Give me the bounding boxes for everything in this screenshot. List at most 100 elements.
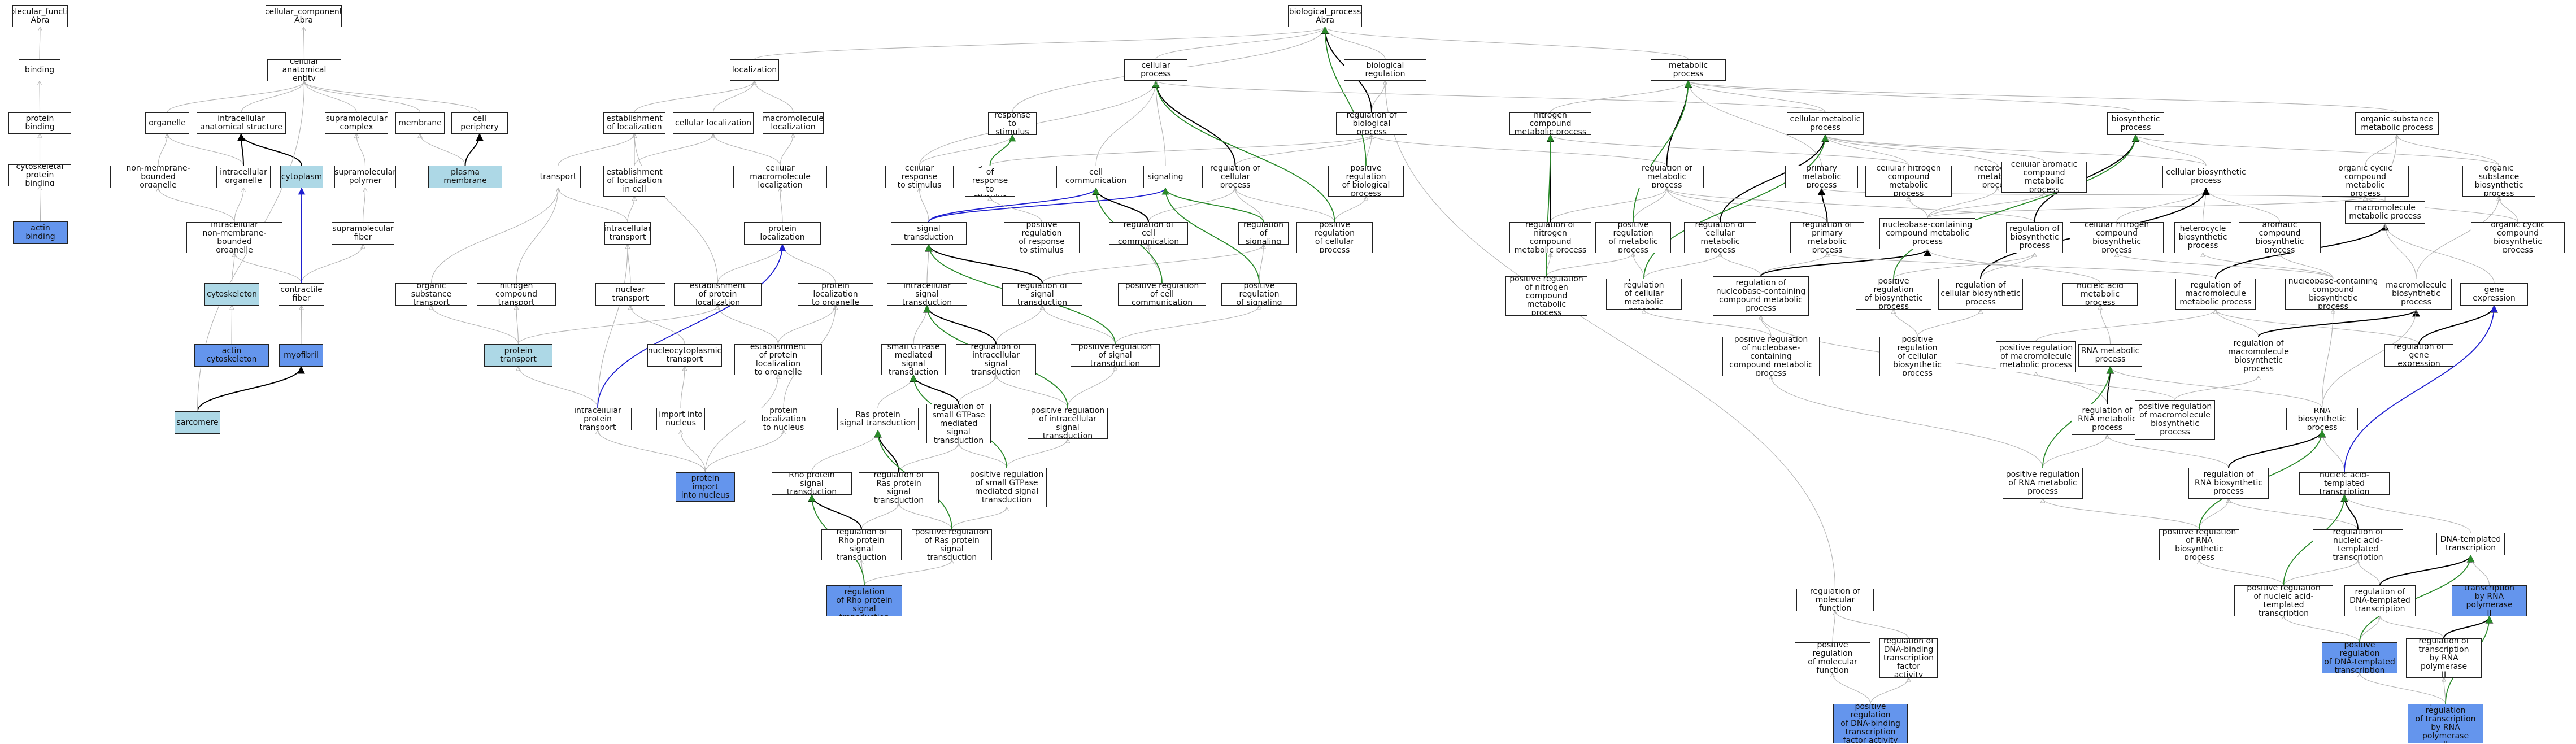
node-molecular-function-root[interactable]: molecular_function Abra (12, 5, 68, 27)
node-regulation-of-signal-transduction[interactable]: regulation of signal transduction (1002, 283, 1082, 306)
node-regulation-of-primary-metabolic-process[interactable]: regulation of primary metabolic process (1790, 222, 1864, 253)
node-response-to-stimulus[interactable]: response to stimulus (988, 112, 1037, 135)
node-plasma-membrane[interactable]: plasma membrane (428, 166, 502, 188)
node-positive-regulation-of-cellular-metabolic-process[interactable]: positive regulation of cellular metaboli… (1606, 279, 1682, 310)
node-regulation-of-small-gtpase-mediated-signal-transduction[interactable]: regulation of small GTPase mediated sign… (926, 404, 991, 443)
node-regulation-of-cellular-biosynthetic-process[interactable]: regulation of cellular biosynthetic proc… (1938, 279, 2023, 310)
node-rna-biosynthetic-process[interactable]: RNA biosynthetic process (2286, 408, 2358, 430)
node-positive-regulation-of-dna-templated-transcription[interactable]: positive regulation of DNA-templated tra… (2322, 642, 2397, 673)
node-intracellular-signal-transduction[interactable]: intracellular signal transduction (887, 283, 967, 306)
node-cellular-biosynthetic-process[interactable]: cellular biosynthetic process (2162, 166, 2249, 188)
node-positive-regulation-of-cellular-biosynthetic-process[interactable]: positive regulation of cellular biosynth… (1879, 337, 1955, 376)
node-heterocycle-biosynthetic-process[interactable]: heterocycle biosynthetic process (2174, 222, 2231, 253)
node-organic-substance-biosynthetic-process[interactable]: organic substance biosynthetic process (2462, 166, 2535, 197)
node-localization[interactable]: localization (730, 59, 779, 81)
node-establishment-of-localization-in-cell[interactable]: establishment of localization in cell (603, 166, 665, 197)
node-regulation-of-nucleobase-containing-compound-metabolic-process[interactable]: regulation of nucleobase-containing comp… (1713, 276, 1809, 316)
node-organic-cyclic-compound-metabolic-process[interactable]: organic cyclic compound metabolic proces… (2322, 166, 2409, 197)
node-protein-localization[interactable]: protein localization (744, 222, 821, 245)
node-supramolecular-fiber[interactable]: supramolecular fiber (332, 222, 394, 245)
node-regulation-of-rna-metabolic-process[interactable]: regulation of RNA metabolic process (2072, 404, 2143, 435)
node-positive-regulation-of-dna-binding-transcription-factor-activity[interactable]: positive regulation of DNA-binding trans… (1833, 704, 1908, 743)
node-positive-regulation-of-ras-protein-signal-transduction[interactable]: positive regulation of Ras protein signa… (912, 529, 992, 560)
node-intracellular-non-membrane-bounded-organelle[interactable]: intracellular non-membrane-bounded organ… (186, 222, 282, 253)
node-positive-regulation-of-signal-transduction[interactable]: positive regulation of signal transducti… (1071, 344, 1160, 367)
node-regulation-of-response-to-stimulus[interactable]: regulation of response to stimulus (965, 166, 1015, 197)
node-cellular-response-to-stimulus[interactable]: cellular response to stimulus (885, 166, 954, 188)
node-establishment-of-protein-localization[interactable]: establishment of protein localization (674, 283, 762, 306)
node-supramolecular-complex[interactable]: supramolecular complex (325, 112, 388, 134)
node-cytoplasm[interactable]: cytoplasm (280, 166, 323, 188)
node-cytoskeleton[interactable]: cytoskeleton (204, 283, 259, 306)
node-positive-regulation-of-transcription-by-rna-polymerase-ii[interactable]: positive regulation of transcription by … (2408, 704, 2483, 743)
node-positive-regulation-of-cell-communication[interactable]: positive regulation of cell communicatio… (1118, 283, 1206, 306)
node-regulation-of-dna-templated-transcription[interactable]: regulation of DNA-templated transcriptio… (2344, 585, 2416, 616)
node-intracellular-organelle[interactable]: intracellular organelle (216, 166, 271, 188)
node-cytoskeletal-protein-binding[interactable]: cytoskeletal protein binding (8, 164, 71, 186)
node-cellular-macromolecule-localization[interactable]: cellular macromolecule localization (733, 166, 827, 188)
node-metabolic-process[interactable]: metabolic process (1651, 59, 1726, 81)
node-myofibril[interactable]: myofibril (279, 344, 323, 367)
node-regulation-of-macromolecule-metabolic-process[interactable]: regulation of macromolecule metabolic pr… (2175, 279, 2256, 310)
node-nucleic-acid-templated-transcription[interactable]: nucleic acid-templated transcription (2299, 472, 2390, 495)
node-organic-substance-transport[interactable]: organic substance transport (395, 283, 467, 306)
node-sarcomere[interactable]: sarcomere (175, 411, 220, 434)
node-regulation-of-transcription-by-rna-polymerase-ii[interactable]: regulation of transcription by RNA polym… (2406, 638, 2482, 678)
node-primary-metabolic-process[interactable]: primary metabolic process (1785, 166, 1858, 188)
node-binding[interactable]: binding (19, 59, 60, 81)
node-regulation-of-molecular-function[interactable]: regulation of molecular function (1796, 589, 1874, 611)
node-non-membrane-bounded-organelle[interactable]: non-membrane-bounded organelle (110, 166, 206, 188)
node-nucleic-acid-metabolic-process[interactable]: nucleic acid metabolic process (2062, 283, 2138, 306)
node-transport[interactable]: transport (536, 166, 581, 188)
node-positive-regulation-of-rho-protein-signal-transduction[interactable]: positive regulation of Rho protein signa… (826, 585, 902, 616)
node-positive-regulation-of-biosynthetic-process[interactable]: positive regulation of biosynthetic proc… (1856, 279, 1931, 310)
node-rna-metabolic-process[interactable]: RNA metabolic process (2078, 344, 2142, 367)
node-regulation-of-rna-biosynthetic-process[interactable]: regulation of RNA biosynthetic process (2188, 468, 2269, 499)
node-biological-regulation[interactable]: biological regulation (1344, 59, 1426, 81)
node-small-gtpase-mediated-signal-transduction[interactable]: small GTPase mediated signal transductio… (881, 344, 946, 375)
node-cell-periphery[interactable]: cell periphery (451, 112, 508, 134)
node-regulation-of-biosynthetic-process[interactable]: regulation of biosynthetic process (2006, 222, 2063, 253)
node-rho-protein-signal-transduction[interactable]: Rho protein signal transduction (772, 472, 852, 495)
node-actin-binding[interactable]: actin binding (13, 221, 68, 244)
node-establishment-of-protein-localization-to-organelle[interactable]: establishment of protein localization to… (734, 344, 822, 375)
node-protein-binding[interactable]: protein binding (8, 112, 71, 134)
node-positive-regulation-of-biological-process[interactable]: positive regulation of biological proces… (1328, 166, 1404, 197)
node-signal-transduction[interactable]: signal transduction (891, 222, 967, 245)
node-cellular-process[interactable]: cellular process (1124, 59, 1187, 81)
node-cellular-aromatic-compound-metabolic-process[interactable]: cellular aromatic compound metabolic pro… (2001, 162, 2087, 193)
node-dna-templated-transcription[interactable]: DNA-templated transcription (2436, 533, 2505, 555)
node-import-into-nucleus[interactable]: import into nucleus (656, 408, 705, 430)
node-nitrogen-compound-metabolic-process[interactable]: nitrogen compound metabolic process (1509, 112, 1591, 135)
node-regulation-of-nucleic-acid-templated-transcription[interactable]: regulation of nucleic acid-templated tra… (2313, 529, 2403, 560)
node-positive-regulation-of-macromolecule-metabolic-process[interactable]: positive regulation of macromolecule met… (1996, 341, 2076, 372)
node-protein-transport[interactable]: protein transport (484, 344, 552, 367)
node-positive-regulation-of-molecular-function[interactable]: positive regulation of molecular functio… (1795, 642, 1870, 673)
node-regulation-of-dna-binding-transcription-factor-activity[interactable]: regulation of DNA-binding transcription … (1879, 638, 1938, 678)
node-macromolecule-biosynthetic-process[interactable]: macromolecule biosynthetic process (2381, 279, 2452, 310)
node-nuclear-transport[interactable]: nuclear transport (595, 283, 665, 306)
node-biological-process-root[interactable]: biological_process Abra (1288, 5, 1362, 27)
node-membrane[interactable]: membrane (395, 112, 445, 134)
node-positive-regulation-of-rna-biosynthetic-process[interactable]: positive regulation of RNA biosynthetic … (2159, 529, 2239, 560)
node-cellular-nitrogen-compound-biosynthetic-process[interactable]: cellular nitrogen compound biosynthetic … (2070, 222, 2164, 253)
node-organic-cyclic-compound-biosynthetic-process[interactable]: organic cyclic compound biosynthetic pro… (2471, 222, 2565, 253)
node-positive-regulation-of-intracellular-signal-transduction[interactable]: positive regulation of intracellular sig… (1028, 408, 1108, 439)
node-positive-regulation-of-nucleobase-containing-compound-metabolic-process[interactable]: positive regulation of nucleobase-contai… (1722, 337, 1820, 376)
node-cellular-component-root[interactable]: cellular_component Abra (266, 5, 342, 27)
node-regulation-of-signaling[interactable]: regulation of signaling (1238, 222, 1289, 245)
node-positive-regulation-of-nucleic-acid-templated-transcription[interactable]: positive regulation of nucleic acid-temp… (2234, 585, 2333, 616)
node-macromolecule-metabolic-process[interactable]: macromolecule metabolic process (2345, 201, 2425, 224)
node-nucleobase-containing-compound-metabolic-process[interactable]: nucleobase-containing compound metabolic… (1879, 218, 1975, 249)
node-intracellular-protein-transport[interactable]: intracellular protein transport (564, 408, 632, 430)
node-positive-regulation-of-macromolecule-biosynthetic-process[interactable]: positive regulation of macromolecule bio… (2135, 400, 2215, 440)
node-cellular-anatomical-entity[interactable]: cellular anatomical entity (267, 59, 341, 81)
node-nitrogen-compound-transport[interactable]: nitrogen compound transport (477, 283, 556, 306)
node-protein-import-into-nucleus[interactable]: protein import into nucleus (676, 472, 735, 502)
node-intracellular-anatomical-structure[interactable]: intracellular anatomical structure (197, 112, 286, 134)
node-regulation-of-gene-expression[interactable]: regulation of gene expression (2384, 344, 2453, 367)
node-regulation-of-macromolecule-biosynthetic-process[interactable]: regulation of macromolecule biosynthetic… (2223, 337, 2294, 376)
node-positive-regulation-of-signaling[interactable]: positive regulation of signaling (1221, 283, 1297, 306)
node-regulation-of-rho-protein-signal-transduction[interactable]: regulation of Rho protein signal transdu… (821, 529, 902, 560)
node-organic-substance-metabolic-process[interactable]: organic substance metabolic process (2355, 112, 2439, 135)
